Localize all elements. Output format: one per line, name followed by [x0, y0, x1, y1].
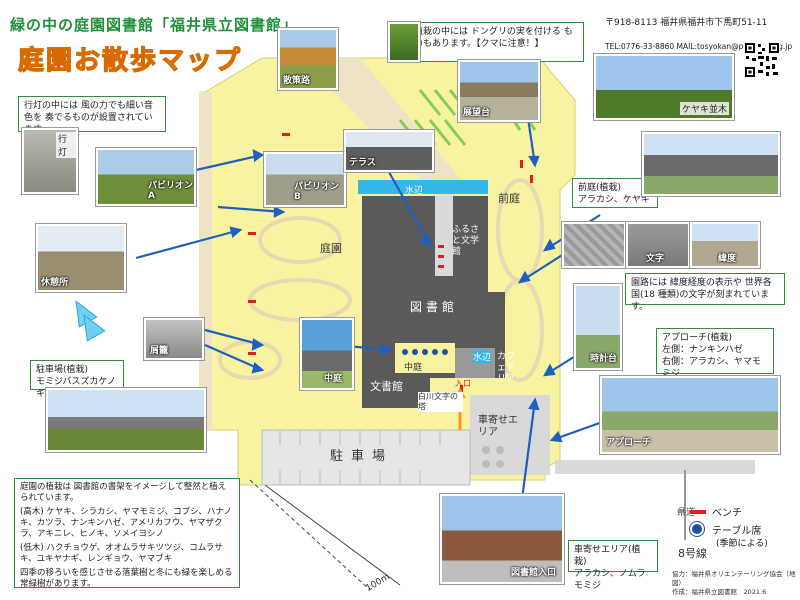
library-label: 図書館 — [410, 300, 459, 314]
entrance-photo-label: 図書館入口 — [510, 568, 556, 578]
turnaround-note: 車寄せエリア(植栽) アラカシ、ノムラモミジ — [568, 540, 658, 591]
lantern-note: 行灯の中には 風の力でも細い音色を 奏でるものが設置されています。 — [18, 96, 166, 135]
entrance-map-label: 入口 — [455, 379, 471, 388]
planting-intro: 庭園の植栽は 図書館の書架をイメージして整然と植えられています。 — [20, 482, 227, 503]
acorn-photo — [388, 22, 420, 62]
pavilion-a-label: パビリオンA — [148, 181, 194, 201]
clock-photo: 時計台 — [574, 284, 622, 370]
approach-note-right: 右側：アラカシ、ヤマモミジ — [662, 357, 761, 379]
latlon-photo: 緯度 — [690, 222, 760, 268]
courtyard-map-label: 中庭 — [404, 363, 423, 373]
zelkova-photo-label: ケヤキ並木 — [679, 102, 729, 115]
seasons-note: 四季の移ろいを感じさせる落葉樹と冬にも緑を楽しめる常緑樹があります。 — [20, 568, 233, 589]
qr-code-icon[interactable] — [744, 42, 780, 78]
path-photo-label: 散策路 — [283, 76, 311, 86]
approach-note-title: アプローチ(植栽) — [662, 333, 733, 343]
moji-photo-label: 文字 — [646, 254, 665, 264]
contact-info: 〒918-8113 福井県福井市下馬町51-11 TEL:0776-33-886… — [605, 16, 792, 54]
furusato-label: ふるさと文学館 — [452, 225, 480, 257]
page-title: 庭園お散歩マップ — [17, 45, 243, 76]
postal-address: 〒918-8113 福井県福井市下馬町51-11 — [605, 18, 768, 28]
bench-legend-icon — [690, 510, 706, 514]
front-garden-photo — [642, 132, 780, 196]
latlon-photo-label: 緯度 — [718, 254, 737, 264]
dropoff-label: 車寄せエリア — [478, 415, 518, 438]
low-trees: (低木) ハクチョウゲ、オオムラサキツツジ、コムラサキ、ユキヤナギ、レンギョウ、… — [20, 543, 223, 564]
courtyard-photo: 中庭 — [300, 318, 354, 390]
acorn-note: 植栽の中には ドングリの実を付ける ものもあります。【クマに注意！】 — [408, 22, 584, 62]
credit-line-1: 協力：福井県オリエンテーリング協会（地図） — [672, 570, 796, 587]
approach-note-left: 左側：ナンキンハゼ — [662, 345, 743, 355]
parking-note-title: 駐車場(植栽) — [36, 365, 89, 375]
approach-photo: アプローチ — [600, 376, 780, 454]
approach-note: アプローチ(植栽) 左側：ナンキンハゼ 右側：アラカシ、ヤマモミジ — [656, 328, 774, 379]
zelkova-photo: ケヤキ並木 — [594, 54, 734, 120]
front-garden-note-body: アラカシ、ケヤキ — [578, 195, 650, 205]
turnaround-note-title: 車寄せエリア(植栽) — [574, 545, 641, 567]
turnaround-note-body: アラカシ、ノムラモミジ — [574, 569, 646, 591]
archives-label: 文書館 — [370, 380, 403, 393]
front-garden-note-title: 前庭(植栽) — [578, 183, 622, 193]
page-subtitle: 緑の中の庭園図書館「福井県立図書館」 — [10, 16, 299, 34]
rest-area-photo: 休憩所 — [36, 224, 126, 292]
bench-legend-label: ベンチ — [712, 508, 742, 519]
terrace-photo-label: テラス — [349, 158, 376, 168]
water-label-east: 水辺 — [473, 350, 492, 363]
trash-photo-label: 屑籠 — [150, 346, 169, 356]
approach-photo-label: アプローチ — [606, 438, 652, 448]
lantern-photo: 行灯 — [22, 128, 78, 194]
entrance-photo: 図書館入口 — [440, 494, 564, 584]
clock-photo-label: 時計台 — [590, 354, 618, 364]
trash-photo: 屑籠 — [144, 318, 204, 360]
table-legend-icon — [692, 524, 702, 534]
pavilion-b-photo: パビリオンB — [264, 152, 346, 207]
credit-line-2: 作成：福井県立図書館 2021.6 — [672, 588, 767, 596]
path-photo: 散策路 — [278, 28, 338, 90]
pavilion-b-label: パビリオンB — [294, 182, 340, 202]
table-legend-label: テーブル席 — [712, 526, 762, 537]
tel-mail[interactable]: TEL:0776-33-8860 MAIL:tosyokan@pref.fuku… — [605, 42, 793, 51]
parking-photo — [46, 388, 206, 452]
parking-note-body: モミジバスズカケノキ — [36, 377, 116, 399]
parking-label: 駐車場 — [330, 449, 394, 464]
moji-photo — [562, 222, 626, 268]
parking-note: 駐車場(植栽) モミジバスズカケノキ — [30, 360, 124, 399]
table-legend-note: (季節による) — [716, 539, 768, 549]
route-label: 8号線 — [678, 547, 707, 560]
observatory-photo: 展望台 — [458, 60, 540, 122]
water-label-north: 水辺 — [405, 186, 424, 196]
lantern-photo-label: 行灯 — [56, 132, 76, 158]
pavilion-a-photo: パビリオンA — [96, 148, 196, 206]
shirakawa-label: 白川文字の塔 — [418, 392, 463, 412]
cafeteria-label: カフェテリア — [497, 352, 516, 384]
observatory-photo-label: 展望台 — [463, 108, 491, 118]
tall-trees: (高木) ケヤキ、シラカシ、ヤマモミジ、コブシ、ハナノキ、カツラ、ナンキンハゼ、… — [20, 507, 232, 539]
road-label: 県道 — [677, 508, 696, 518]
garden-label: 庭園 — [320, 242, 342, 255]
terrace-photo: テラス — [344, 130, 434, 172]
planting-note: 庭園の植栽は 図書館の書架をイメージして整然と植えられています。 (高木) ケヤ… — [14, 478, 240, 589]
credits: 協力：福井県オリエンテーリング協会（地図） 作成：福井県立図書館 2021.6 — [672, 570, 800, 597]
courtyard-photo-label: 中庭 — [324, 374, 343, 384]
moji-photo-2: 文字 — [626, 222, 690, 268]
rest-area-label: 休憩所 — [41, 278, 69, 288]
characters-note: 園路には 緯度経度の表示や 世界各国(18 種類)の文字が刻まれています。 — [625, 273, 785, 312]
front-garden-label: 前庭 — [498, 192, 520, 205]
